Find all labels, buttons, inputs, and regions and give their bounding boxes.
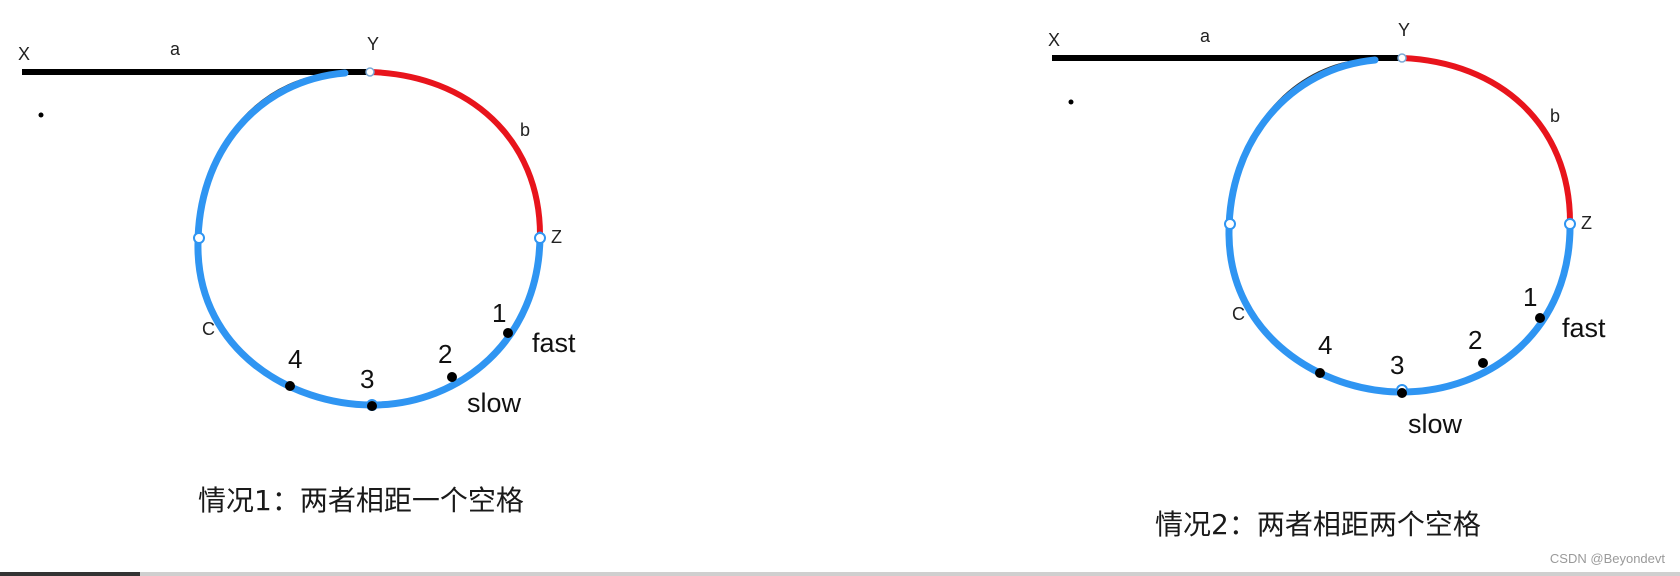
loop-arc bbox=[194, 69, 544, 409]
point-1-label: 1 bbox=[492, 298, 506, 328]
point-4-label: 4 bbox=[288, 344, 302, 374]
label-a: a bbox=[170, 39, 181, 59]
point-1-dot bbox=[1535, 313, 1545, 323]
label-a: a bbox=[1200, 26, 1211, 46]
point-2-dot bbox=[447, 372, 457, 382]
label-x: X bbox=[1048, 30, 1060, 50]
bottom-scrollbar-thumb[interactable] bbox=[0, 572, 140, 576]
caption-case2: 情况2：两者相距两个空格 bbox=[1155, 508, 1481, 541]
label-y: Y bbox=[367, 34, 379, 54]
segment-b-arc bbox=[1399, 55, 1573, 225]
label-c: C bbox=[1232, 304, 1245, 324]
node-z-marker bbox=[1564, 218, 1576, 230]
point-3-label: 3 bbox=[360, 364, 374, 394]
caption-case1: 情况1：两者相距一个空格 bbox=[198, 484, 524, 517]
node-c-marker bbox=[193, 232, 205, 244]
point-3-label: 3 bbox=[1390, 350, 1404, 380]
diagram-case1: X a Y b Z C 1 2 3 4 fast slow 情况1：两者相距一个… bbox=[18, 34, 576, 517]
label-y: Y bbox=[1398, 20, 1410, 40]
label-slow: slow bbox=[1408, 409, 1463, 439]
inner-arc bbox=[201, 72, 336, 206]
diagram-case2: X a Y b Z C 1 2 3 4 fast slow 情况2：两者相距两个… bbox=[1048, 20, 1606, 541]
point-4-dot bbox=[1315, 368, 1325, 378]
point-2-label: 2 bbox=[438, 339, 452, 369]
label-z: Z bbox=[1581, 213, 1592, 233]
label-z: Z bbox=[551, 227, 562, 247]
point-2-dot bbox=[1478, 358, 1488, 368]
label-c: C bbox=[202, 319, 215, 339]
label-x: X bbox=[18, 44, 30, 64]
bottom-scrollbar-track bbox=[0, 572, 1680, 576]
node-y-marker bbox=[365, 67, 375, 77]
stray-dot bbox=[1068, 99, 1074, 105]
label-fast: fast bbox=[1562, 313, 1606, 343]
loop-arc bbox=[1225, 56, 1574, 396]
segment-b-arc bbox=[367, 69, 543, 238]
label-slow: slow bbox=[467, 388, 522, 418]
point-1-dot bbox=[503, 328, 513, 338]
point-4-label: 4 bbox=[1318, 330, 1332, 360]
stray-dot bbox=[38, 112, 44, 118]
node-c-marker bbox=[1224, 218, 1236, 230]
label-fast: fast bbox=[532, 328, 576, 358]
label-b: b bbox=[520, 120, 530, 140]
point-1-label: 1 bbox=[1523, 282, 1537, 312]
node-y-marker bbox=[1397, 53, 1407, 63]
watermark: CSDN @Beyondevt bbox=[1550, 551, 1665, 566]
point-3-dot bbox=[367, 401, 377, 411]
point-2-label: 2 bbox=[1468, 325, 1482, 355]
inner-arc bbox=[1232, 58, 1367, 196]
label-b: b bbox=[1550, 106, 1560, 126]
point-4-dot bbox=[285, 381, 295, 391]
point-3-dot bbox=[1397, 388, 1407, 398]
node-z-marker bbox=[534, 232, 546, 244]
